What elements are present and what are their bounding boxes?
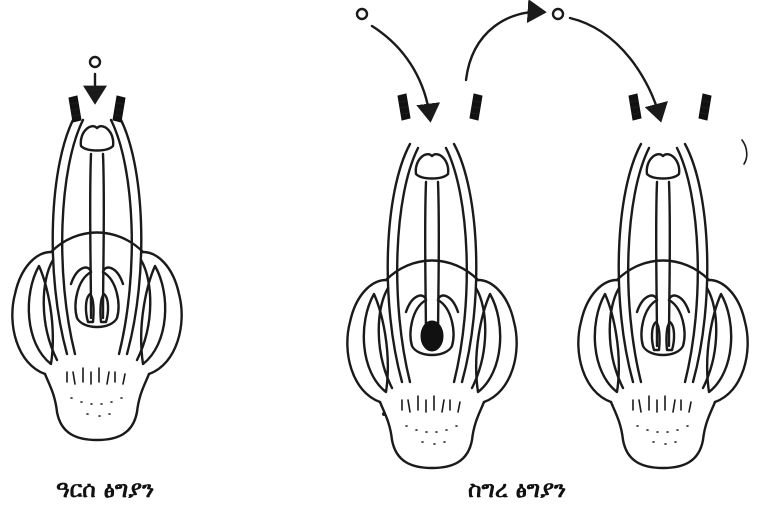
pollen-arrow-between-flowers: [466, 12, 542, 80]
pollen-grain-icon: [553, 9, 563, 19]
cross-pollination-flower-target: [578, 94, 747, 468]
decorative-mark: [742, 140, 747, 164]
self-pollination-flower: [12, 57, 181, 440]
self-pollination-label: ዓርሰ ፅግያን: [56, 476, 154, 503]
pollen-arrow-to-flower-3: [570, 18, 660, 118]
pollen-grain-icon: [90, 57, 100, 67]
decorative-dot: [382, 412, 386, 416]
cross-pollination-flower-source: [347, 94, 516, 468]
pollen-grain-icon: [357, 9, 367, 19]
cross-pollination-label: ስግረ ፅግያን: [468, 476, 566, 503]
